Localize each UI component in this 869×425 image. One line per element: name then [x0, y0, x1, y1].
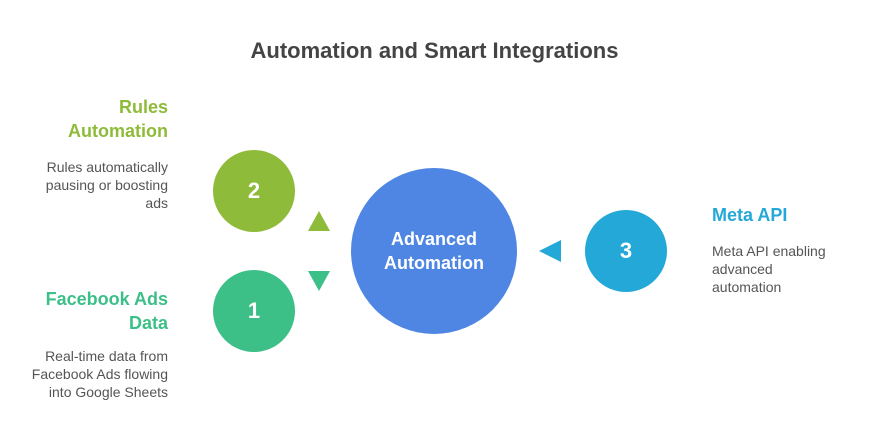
arrow-left-icon	[539, 240, 561, 262]
step-3-circle: 3	[585, 210, 667, 292]
step-2-heading: Rules Automation	[68, 97, 168, 141]
step-3-description: Meta API enabling advanced automation	[712, 243, 826, 295]
step-2-description: Rules automatically pausing or boosting …	[45, 159, 168, 211]
center-label: Advanced Automation	[384, 229, 484, 273]
step-1-circle: 1	[213, 270, 295, 352]
step-3-number: 3	[619, 238, 633, 263]
arrow-down-icon	[308, 271, 330, 291]
step-1-heading: Facebook Ads Data	[45, 289, 168, 333]
step-2-circle: 2	[213, 150, 295, 232]
step-1-number: 1	[247, 298, 261, 323]
step-1-description: Real-time data from Facebook Ads flowing…	[31, 348, 168, 400]
step-2-number: 2	[247, 178, 261, 203]
step-3-heading: Meta API	[712, 205, 788, 225]
center-circle: Advanced Automation	[351, 168, 517, 334]
diagram-title: Automation and Smart Integrations	[250, 38, 619, 63]
arrow-up-icon	[308, 211, 330, 231]
